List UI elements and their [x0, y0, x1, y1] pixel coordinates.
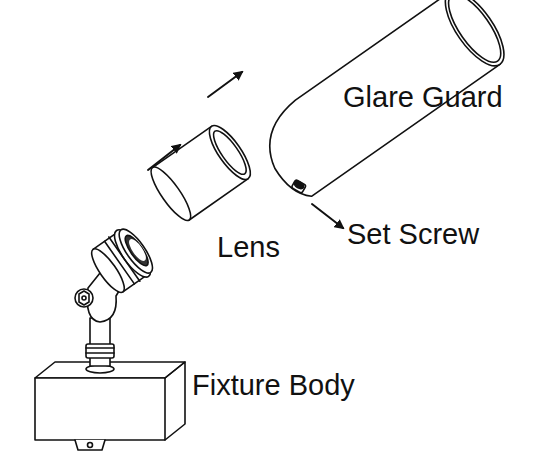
direction-arrow: [312, 204, 343, 228]
direction-arrow: [208, 72, 242, 97]
part-label: Fixture Body: [192, 370, 355, 402]
lamp-socket: [85, 223, 159, 298]
direction-arrow: [148, 145, 180, 170]
part-label: Glare Guard: [343, 82, 503, 114]
part-label: Lens: [217, 232, 280, 264]
lens: [145, 120, 257, 225]
fixture-body: [35, 362, 185, 450]
part-label: Set Screw: [347, 219, 479, 251]
stem: [86, 318, 114, 366]
set-screw: [291, 180, 306, 194]
glare-guard: [249, 0, 514, 204]
